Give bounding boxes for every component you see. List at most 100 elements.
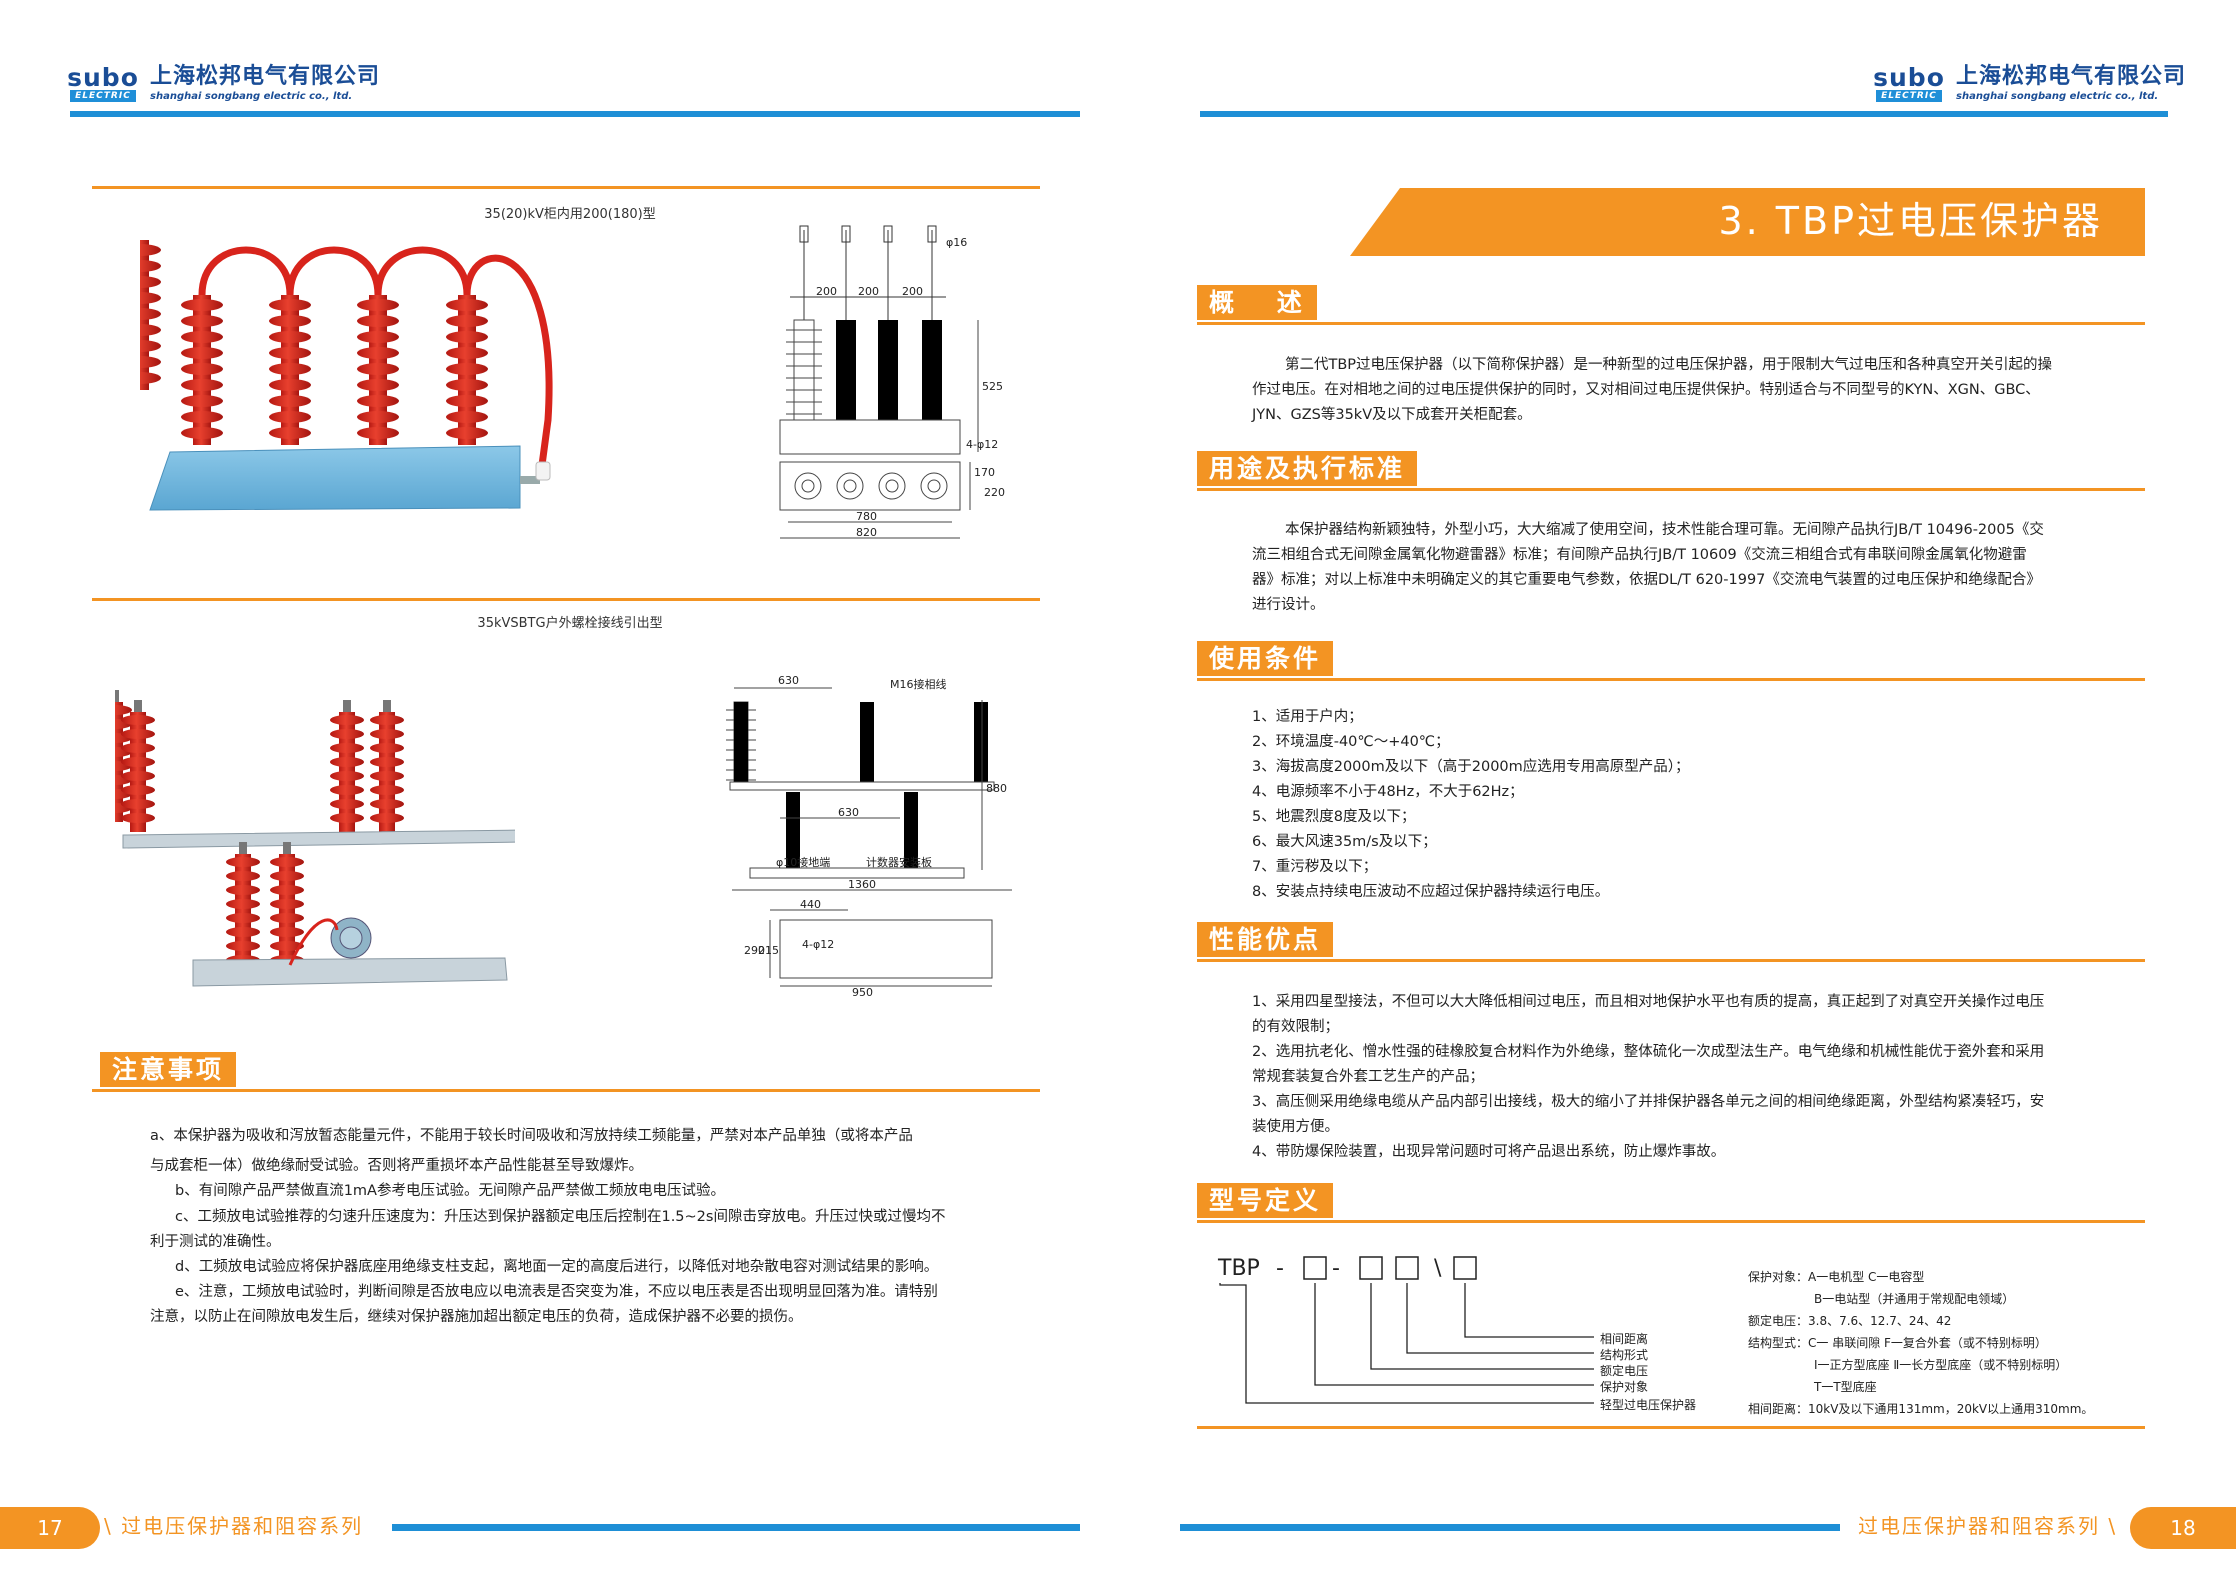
model-slash: \ [1434,1256,1442,1281]
left-logo: subo ELECTRIC 上海松邦电气有限公司 shanghai songba… [67,63,381,103]
usage-line2: 流三相组合式无间隙金属氧化物避雷器》标准；有间隙产品执行JB/T 10609《交… [1252,547,2027,563]
label-rated-voltage: 额定电压 [1600,1364,1649,1378]
overview-line1: 第二代TBP过电压保护器（以下简称保护器）是一种新型的过电压保护器，用于限制大气… [1285,357,2053,373]
brand-tag: ELECTRIC [1876,90,1942,102]
notice-body: a、本保护器为吸收和泻放暂态能量元件，不能用于较长时间吸收和泻放持续工频能量，严… [150,1124,1040,1150]
advantages-rule [1197,959,2145,962]
overview-line2: 作过电压。在对相地之间的过电压提供保护的同时，又对相间过电压提供保护。特别适合与… [1252,382,2040,398]
page-number-right: 18 [2130,1507,2236,1549]
condition-item: 4、电源频率不小于48Hz，不大于62Hz； [1252,784,1524,800]
condition-item: 1、适用于户内； [1252,709,1363,725]
notice-e-line2: 注意，以防止在间隙放电发生后，继续对保护器施加超出额定电压的负荷，造成保护器不必… [150,1309,803,1325]
label-phase-spacing: 相间距离 [1600,1332,1649,1346]
advantage-3-line1: 3、高压侧采用绝缘电缆从产品内部引出接线，极大的缩小了并排保护器各单元之间的相间… [1252,1094,2045,1110]
dim-phi16: φ16 [946,236,967,249]
figure-middle-rule [92,598,1040,601]
advantage-2-line2: 常规套装复合外套工艺生产的产品； [1252,1069,1484,1085]
notice-b: b、有间隙产品严禁做直流1mA参考电压试验。无间隙产品严禁做工频放电电压试验。 [175,1183,725,1199]
notice-e-line1: e、注意，工频放电试验时，判断间隙是否放电应以电流表是否突变为准，不应以电压表是… [175,1284,938,1300]
conditions-rule [1197,678,2145,681]
advantage-1-line2: 的有效限制； [1252,1019,1339,1035]
brand-name: subo [1873,63,1945,92]
condition-item: 8、安装点持续电压波动不应超过保护器持续运行电压。 [1252,884,1610,900]
dim-820: 820 [856,526,877,539]
brand-mark: subo ELECTRIC [1873,63,1945,102]
company-name-cn: 上海松邦电气有限公司 [150,64,381,89]
dimension-drawing-outdoor: 630 M16接相线 880 630 φ10接地端 计数器安装板 1360 44… [725,674,1012,999]
product-photo-outdoor [115,690,515,987]
dim-630-top: 630 [778,674,799,687]
dim-200-b: 200 [858,285,879,298]
note-rated-voltage: 额定电压：3.8、7.6、12.7、24、42 [1748,1314,1952,1328]
dim-200-a: 200 [816,285,837,298]
note-protection-object: 保护对象：A一电机型 C一电容型 [1748,1270,1925,1284]
dim-220: 220 [984,486,1005,499]
dimension-drawing-indoor: φ16 200 200 200 525 4-φ12 170 220 780 82… [779,225,1005,539]
company-name-en: shanghai songbang electric co., ltd. [1956,91,2159,102]
dim-440: 440 [800,898,821,911]
note-structure-t: T一T型底座 [1814,1380,1877,1394]
label-protection-object: 保护对象 [1600,1380,1649,1394]
code-box-structure [1395,1256,1419,1280]
footer-rule-left [392,1524,1080,1531]
model-prefix: TBP [1217,1256,1260,1281]
condition-item: 2、环境温度-40℃～+40℃； [1252,734,1450,750]
usage-line4: 进行设计。 [1252,597,1325,613]
dim-880: 880 [986,782,1007,795]
code-box-spacing [1453,1256,1477,1280]
condition-item: 6、最大风速35m/s及以下； [1252,834,1437,850]
code-box-protection [1303,1256,1327,1280]
footer-title-left: \ 过电压保护器和阻容系列 [104,1514,364,1538]
model-dash-1: - [1276,1256,1284,1281]
condition-item: 5、地震烈度8度及以下； [1252,809,1416,825]
figure1-caption: 35(20)kV柜内用200(180)型 [484,207,656,222]
dim-1360: 1360 [848,878,876,891]
dim-counter-plate: 计数器安装板 [866,855,932,869]
product-photo-indoor [140,240,553,511]
advantage-3-line2: 装使用方便。 [1252,1119,1339,1135]
overview-line3: JYN、GZS等35kV及以下成套开关柜配套。 [1252,407,1532,423]
right-logo: subo ELECTRIC 上海松邦电气有限公司 shanghai songba… [1873,63,2187,103]
note-structure: 结构型式：C一 串联间隙 F一复合外套（或不特别标明） [1748,1336,2047,1350]
dim-170: 170 [974,466,995,479]
notice-d: d、工频放电试验应将保护器底座用绝缘支柱支起，离地面一定的高度后进行，以降低对地… [175,1259,939,1275]
brand-mark: subo ELECTRIC [67,63,139,102]
dim-780: 780 [856,510,877,523]
usage-heading: 用途及执行标准 [1197,451,1418,486]
dim-630-bottom: 630 [838,806,859,819]
page-number-left: 17 [0,1507,100,1549]
model-dash-2: - [1332,1256,1340,1281]
page-title: 3. TBP过电压保护器 [1718,199,2103,243]
notice-heading-rule [92,1089,1040,1092]
company-name-en: shanghai songbang electric co., ltd. [150,91,353,102]
condition-item: 3、海拔高度2000m及以下（高于2000m应选用专用高原型产品）； [1252,759,1690,775]
brand-name: subo [67,63,139,92]
footer-title-right: 过电压保护器和阻容系列 \ [1858,1514,2118,1538]
figure2-caption: 35kVSBTG户外螺栓接线引出型 [477,616,663,631]
dim-290: 290 [744,944,765,957]
code-box-voltage [1359,1256,1383,1280]
dim-215: 215 [758,944,779,957]
notice-c-line1: c、工频放电试验推荐的匀速升压速度为：升压达到保护器额定电压后控制在1.5~2s… [175,1209,946,1225]
advantage-2-line1: 2、选用抗老化、憎水性强的硅橡胶复合材料作为外绝缘，整体硫化一次成型法生产。电气… [1252,1044,2045,1060]
dim-525: 525 [982,380,1003,393]
usage-line3: 器》标准；对以上标准中未明确定义的其它重要电气参数，依据DL/T 620-199… [1252,572,2041,588]
footer-rule-right [1180,1524,1840,1531]
figure-top-rule [92,186,1040,189]
condition-item: 7、重污秽及以下； [1252,859,1378,875]
dim-4-phi12-b: 4-φ12 [802,938,834,951]
notice-a-line1: a、本保护器为吸收和泻放暂态能量元件，不能用于较长时间吸收和泻放持续工频能量，严… [150,1128,913,1144]
label-light-protector: 轻型过电压保护器 [1600,1398,1697,1412]
header-rule-left [70,111,1080,117]
notice-heading: 注意事项 [100,1052,237,1087]
overview-rule [1197,322,2145,325]
conditions-heading: 使用条件 [1197,641,1334,676]
model-code-diagram: TBP - - \ [1217,1256,1594,1404]
advantage-1-line1: 1、采用四星型接法，不但可以大大降低相间过电压，而且相对地保护水平也有质的提高，… [1252,994,2045,1010]
notice-a-line2: 与成套柜一体）做绝缘耐受试验。否则将严重损坏本产品性能甚至导致爆炸。 [150,1158,643,1174]
model-heading: 型号定义 [1197,1183,1334,1218]
dim-4-phi12: 4-φ12 [966,438,998,451]
advantage-4: 4、带防爆保险装置，出现异常问题时可将产品退出系统，防止爆炸事故。 [1252,1144,1726,1160]
overview-heading: 概 述 [1197,285,1317,320]
company-name-cn: 上海松邦电气有限公司 [1956,64,2187,89]
